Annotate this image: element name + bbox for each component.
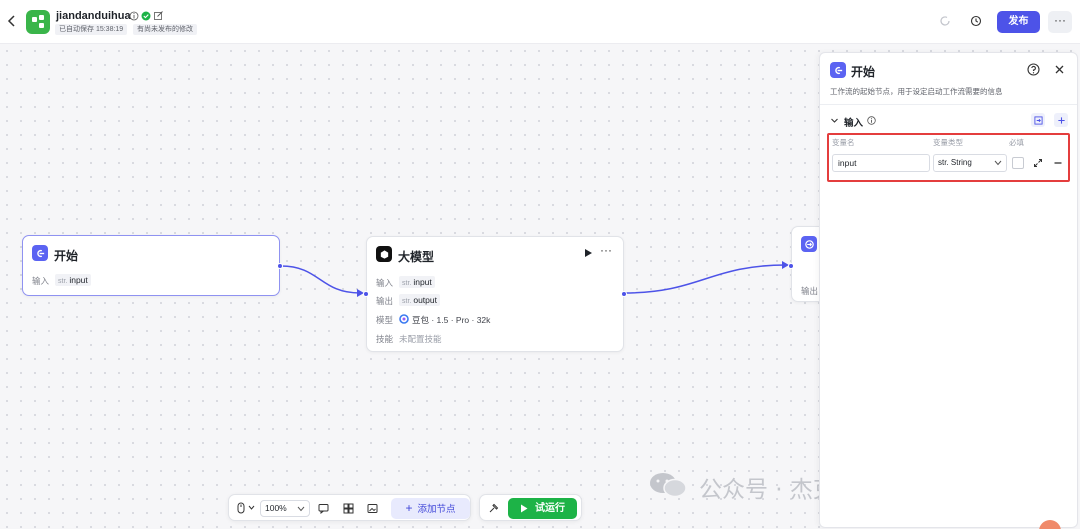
publish-button[interactable]: 发布 (997, 11, 1040, 33)
canvas-toolbar: 100% + 添加节点 (228, 494, 471, 521)
wechat-logo-icon (650, 473, 687, 498)
play-icon[interactable] (583, 248, 593, 258)
column-required: 必填 (1009, 138, 1024, 147)
edit-icon[interactable] (154, 11, 163, 20)
close-icon[interactable] (1054, 64, 1065, 75)
test-run-label: 试运行 (535, 503, 565, 514)
arrow-head (357, 289, 364, 297)
test-run-button[interactable]: 试运行 (508, 498, 577, 519)
required-checkbox[interactable] (1012, 157, 1024, 169)
chevron-down-icon (297, 506, 305, 512)
variable-type-value: str. String (938, 158, 972, 167)
refresh-icon[interactable] (936, 12, 954, 30)
panel-start-icon (830, 62, 846, 78)
llm-output-label: 输出 (376, 296, 394, 306)
llm-node-title: 大模型 (398, 250, 435, 264)
add-node-button[interactable]: + 添加节点 (391, 498, 470, 519)
import-icon[interactable] (1031, 113, 1045, 127)
node-more-icon[interactable]: ··· (600, 243, 612, 257)
end-input-port[interactable] (788, 263, 794, 269)
chevron-down-icon[interactable] (248, 505, 255, 511)
comment-icon[interactable] (318, 503, 329, 514)
input-section-label: 输入 (844, 118, 864, 129)
doubao-icon (399, 314, 409, 324)
start-input-label: 输入 (32, 276, 50, 286)
llm-input-tag: str.input (399, 276, 435, 288)
llm-model-icon (376, 246, 392, 262)
column-variable-type: 变量类型 (933, 138, 963, 147)
chevron-down-icon (994, 160, 1002, 166)
plus-icon: + (405, 501, 413, 515)
back-icon[interactable] (6, 14, 18, 28)
end-node-icon (801, 236, 817, 252)
llm-model-value: 豆包 · 1.5 · Pro · 32k (412, 315, 491, 325)
panel-title: 开始 (851, 65, 876, 79)
debug-tool-icon[interactable] (488, 503, 499, 514)
arrow-head (782, 261, 789, 269)
llm-input-port[interactable] (363, 291, 369, 297)
history-icon[interactable] (967, 12, 985, 30)
avatar[interactable] (1039, 520, 1061, 529)
run-toolbar: 试运行 (479, 494, 582, 521)
minimap-icon[interactable] (343, 503, 354, 514)
expand-icon[interactable] (1033, 158, 1043, 168)
start-output-port[interactable] (277, 263, 283, 269)
top-bar: jiandanduihua 已自动保存 15:38:19 有尚未发布的修改 发布… (0, 0, 1080, 44)
start-node-title: 开始 (54, 249, 79, 263)
play-icon (521, 504, 528, 513)
zoom-value: 100% (265, 503, 287, 513)
info-icon[interactable] (129, 11, 139, 21)
column-variable-name: 变量名 (832, 138, 855, 147)
image-icon[interactable] (367, 503, 378, 514)
section-info-icon[interactable] (867, 116, 876, 125)
variable-type-select[interactable]: str. String (933, 154, 1007, 172)
llm-model-label: 模型 (376, 315, 394, 325)
zoom-select[interactable]: 100% (260, 500, 310, 517)
panel-divider (820, 104, 1077, 105)
start-node-icon (32, 245, 48, 261)
start-input-tag: str.input (55, 274, 91, 286)
edge-start-llm (280, 265, 361, 294)
verified-check-icon (141, 11, 151, 21)
remove-variable-icon[interactable] (1053, 158, 1063, 168)
edge-llm-end (623, 264, 787, 294)
llm-input-label: 输入 (376, 278, 394, 288)
add-node-label: 添加节点 (417, 504, 456, 515)
start-node[interactable]: 开始 输入 str.input (22, 235, 283, 296)
chevron-down-icon[interactable] (830, 116, 839, 125)
mouse-mode-icon[interactable] (236, 502, 246, 514)
connection-lines (280, 261, 789, 297)
llm-output-tag: str.output (399, 294, 440, 306)
help-icon[interactable] (1027, 63, 1040, 76)
more-options-button[interactable]: ··· (1048, 11, 1072, 33)
workflow-logo-icon (26, 10, 50, 34)
app-name: jiandanduihua (56, 10, 131, 22)
variable-table-highlight (827, 133, 1070, 182)
llm-skill-value: 未配置技能 (399, 334, 442, 344)
variable-name-input[interactable]: input (832, 154, 930, 172)
llm-skill-label: 技能 (376, 334, 394, 344)
unpublished-badge: 有尚未发布的修改 (133, 24, 197, 35)
start-settings-panel: 开始 工作流的起始节点，用于设定启动工作流需要的信息 输入 变量名 变量类型 必… (819, 52, 1078, 528)
panel-description: 工作流的起始节点，用于设定启动工作流需要的信息 (830, 87, 1003, 96)
add-variable-icon[interactable] (1054, 113, 1068, 127)
end-output-label: 输出 (801, 286, 819, 296)
llm-output-port[interactable] (621, 291, 627, 297)
llm-node[interactable]: 大模型 ··· 输入 str.input 输出 str.output 模型 豆包… (363, 236, 627, 352)
autosave-badge: 已自动保存 15:38:19 (55, 24, 128, 35)
